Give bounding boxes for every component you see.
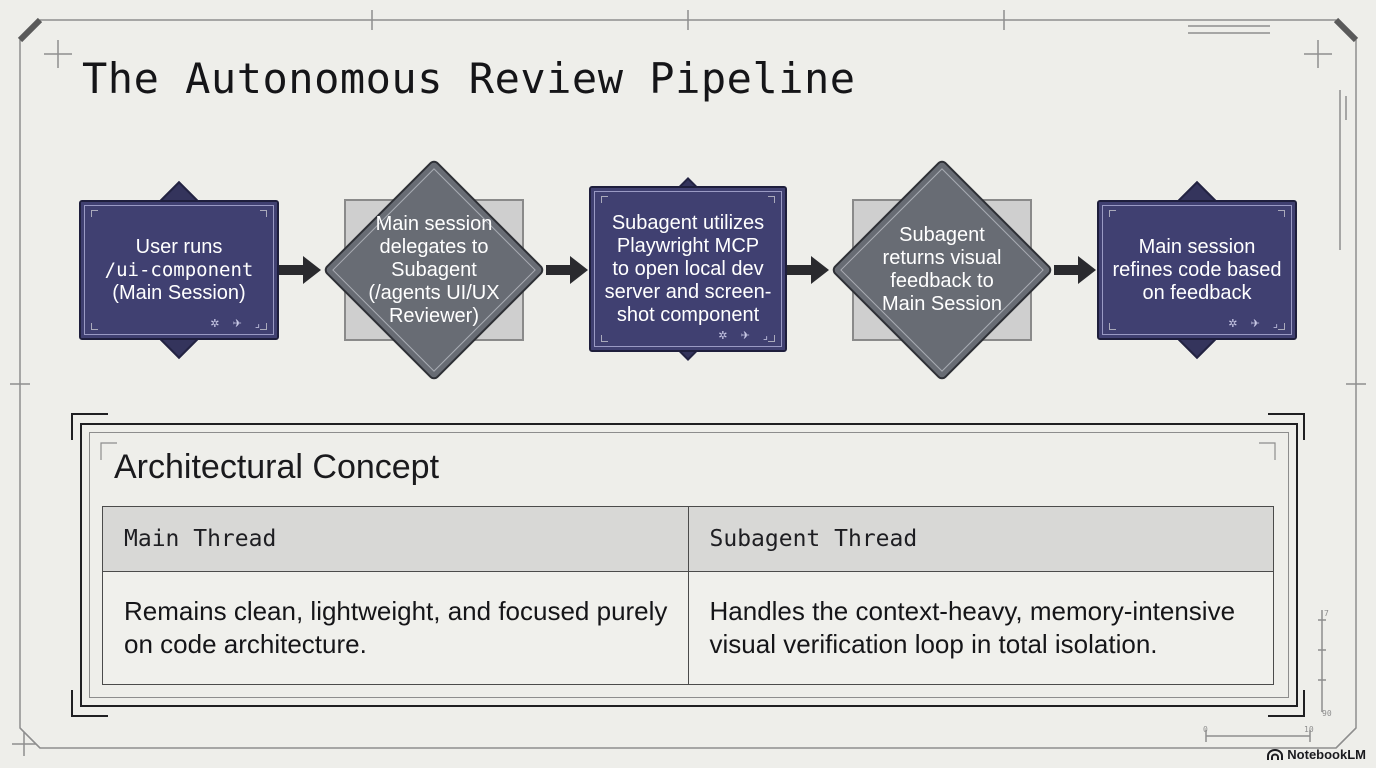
step-glyph-icons: ✲ ✈ ⌟ bbox=[1228, 318, 1283, 330]
step-label-line: Main session bbox=[375, 212, 493, 235]
step-label-line: /ui-component bbox=[104, 258, 254, 281]
column-header-subagent-thread: Subagent Thread bbox=[687, 506, 1274, 572]
ruler-tick-label: 7 bbox=[1324, 609, 1329, 618]
notebooklm-watermark: NotebookLM bbox=[1267, 747, 1366, 762]
arrow-right-icon bbox=[279, 256, 321, 284]
pipeline-step-1: User runs/ui-component(Main Session) ✲ ✈… bbox=[79, 170, 279, 370]
step-label-line: Main Session bbox=[881, 293, 1003, 315]
step-label-line: to open local dev bbox=[612, 257, 764, 280]
ruler-tick-label: 0 bbox=[1203, 725, 1208, 734]
concept-panel-inner bbox=[89, 432, 1289, 698]
table-row: Remains clean, lightweight, and focused … bbox=[102, 571, 1274, 685]
step-label-line: Main session bbox=[1138, 235, 1256, 258]
arrow-right-icon bbox=[1054, 256, 1096, 284]
ruler-tick-label: 10 bbox=[1304, 725, 1314, 734]
ruler-tick-label: 90 bbox=[1322, 709, 1332, 718]
step-label-line: (/agents UI/UX bbox=[368, 281, 500, 304]
step-label-line: Playwright MCP bbox=[616, 234, 760, 257]
step-label-line: delegates to bbox=[379, 235, 489, 258]
step-label-line: feedback to bbox=[890, 270, 994, 292]
step-label-line: (Main Session) bbox=[112, 281, 246, 304]
step-label: User runs/ui-component(Main Session) bbox=[87, 206, 271, 334]
step-label-line: shot component bbox=[616, 303, 760, 326]
step-label-line: Subagent bbox=[391, 258, 477, 281]
step-label-line: Subagent utilizes bbox=[611, 211, 765, 234]
step-label-line: refines code based bbox=[1112, 258, 1282, 281]
column-header-main-thread: Main Thread bbox=[102, 506, 689, 572]
step-label-line: on feedback bbox=[1142, 281, 1252, 304]
table-header-row: Main Thread Subagent Thread bbox=[102, 506, 1274, 572]
step-glyph-icons: ✲ ✈ ⌟ bbox=[718, 330, 773, 342]
step-glyph-icons: ✲ ✈ ⌟ bbox=[210, 318, 265, 330]
slide-title: The Autonomous Review Pipeline bbox=[82, 54, 856, 103]
concept-panel bbox=[80, 423, 1298, 707]
arrow-right-icon bbox=[787, 256, 829, 284]
notebooklm-logo-icon bbox=[1267, 748, 1284, 760]
arrow-right-icon bbox=[546, 256, 588, 284]
concept-table: Main Thread Subagent Thread Remains clea… bbox=[102, 506, 1274, 685]
step-label-line: Reviewer) bbox=[388, 304, 479, 327]
step-label-line: User runs bbox=[135, 235, 223, 258]
subagent-thread-description: Handles the context-heavy, memory-intens… bbox=[687, 571, 1274, 685]
main-thread-description: Remains clean, lightweight, and focused … bbox=[102, 571, 689, 685]
step-label-line: returns visual bbox=[882, 247, 1002, 269]
concept-heading: Architectural Concept bbox=[114, 448, 440, 486]
brand-name: NotebookLM bbox=[1287, 747, 1366, 762]
step-label-line: Subagent bbox=[899, 224, 985, 246]
step-label-line: server and screen- bbox=[604, 280, 772, 303]
